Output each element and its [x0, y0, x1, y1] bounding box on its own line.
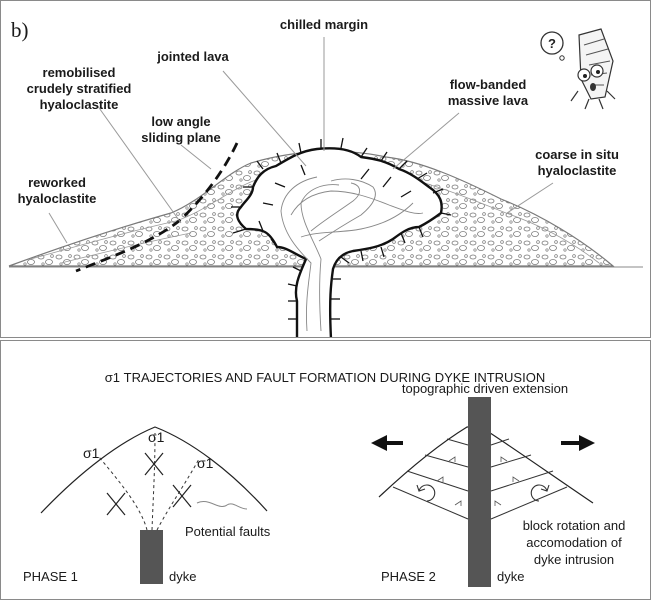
label-reworked-1: reworked: [28, 175, 86, 190]
leader-reworked: [49, 213, 67, 243]
label-low-angle-2: sliding plane: [141, 130, 220, 145]
phase2-dyke: [468, 397, 491, 587]
mascot-illustration: ?: [541, 29, 615, 109]
question-mark: ?: [548, 36, 556, 51]
extension-left-arrow-icon: [371, 435, 387, 451]
cross-section-diagram: b): [1, 1, 650, 337]
block-rotation-label-2: accomodation of: [526, 535, 622, 550]
phase1-label: PHASE 1: [23, 569, 78, 584]
label-flow-banded-2: massive lava: [448, 93, 529, 108]
label-remobilised-1: remobilised: [43, 65, 116, 80]
phase1-sigma-right: σ1: [197, 455, 214, 471]
label-low-angle-1: low angle: [151, 114, 210, 129]
phase1-dyke: [140, 530, 163, 584]
phase1-sigma-trajectories: [99, 433, 199, 530]
phase1-dyke-label: dyke: [169, 569, 196, 584]
leader-low-angle: [181, 145, 211, 169]
label-remobilised-2: crudely stratified: [27, 81, 132, 96]
label-remobilised-3: hyaloclastite: [40, 97, 119, 112]
phase1-fault-crosses: [107, 453, 191, 515]
label-flow-banded-1: flow-banded: [450, 77, 527, 92]
potential-faults-label: Potential faults: [185, 524, 271, 539]
leader-flow-banded: [393, 113, 459, 169]
phase2-dyke-label: dyke: [497, 569, 524, 584]
phase2-label: PHASE 2: [381, 569, 436, 584]
label-coarse-2: hyaloclastite: [538, 163, 617, 178]
block-rotation-label-1: block rotation and: [523, 518, 626, 533]
label-reworked-2: hyaloclastite: [18, 191, 97, 206]
block-rotation-label-3: dyke intrusion: [534, 552, 614, 567]
extension-right-arrow-icon: [579, 435, 595, 451]
leader-jointed-lava: [223, 71, 306, 166]
phase1-sigma-center: σ1: [148, 429, 165, 445]
leader-coarse: [507, 183, 553, 213]
volcanic-cross-section-panel: b): [0, 0, 651, 338]
label-coarse-1: coarse in situ: [535, 147, 619, 162]
topographic-label: topographic driven extension: [402, 381, 568, 396]
panel-letter: b): [11, 18, 29, 42]
fault-formation-diagram: σ1 TRAJECTORIES AND FAULT FORMATION DURI…: [1, 341, 650, 599]
phase1-sigma-left: σ1: [83, 445, 100, 461]
label-chilled-margin: chilled margin: [280, 17, 368, 32]
dyke-intrusion-panel: σ1 TRAJECTORIES AND FAULT FORMATION DURI…: [0, 340, 651, 600]
label-jointed-lava: jointed lava: [156, 49, 229, 64]
potential-faults-pointer: [197, 501, 247, 509]
